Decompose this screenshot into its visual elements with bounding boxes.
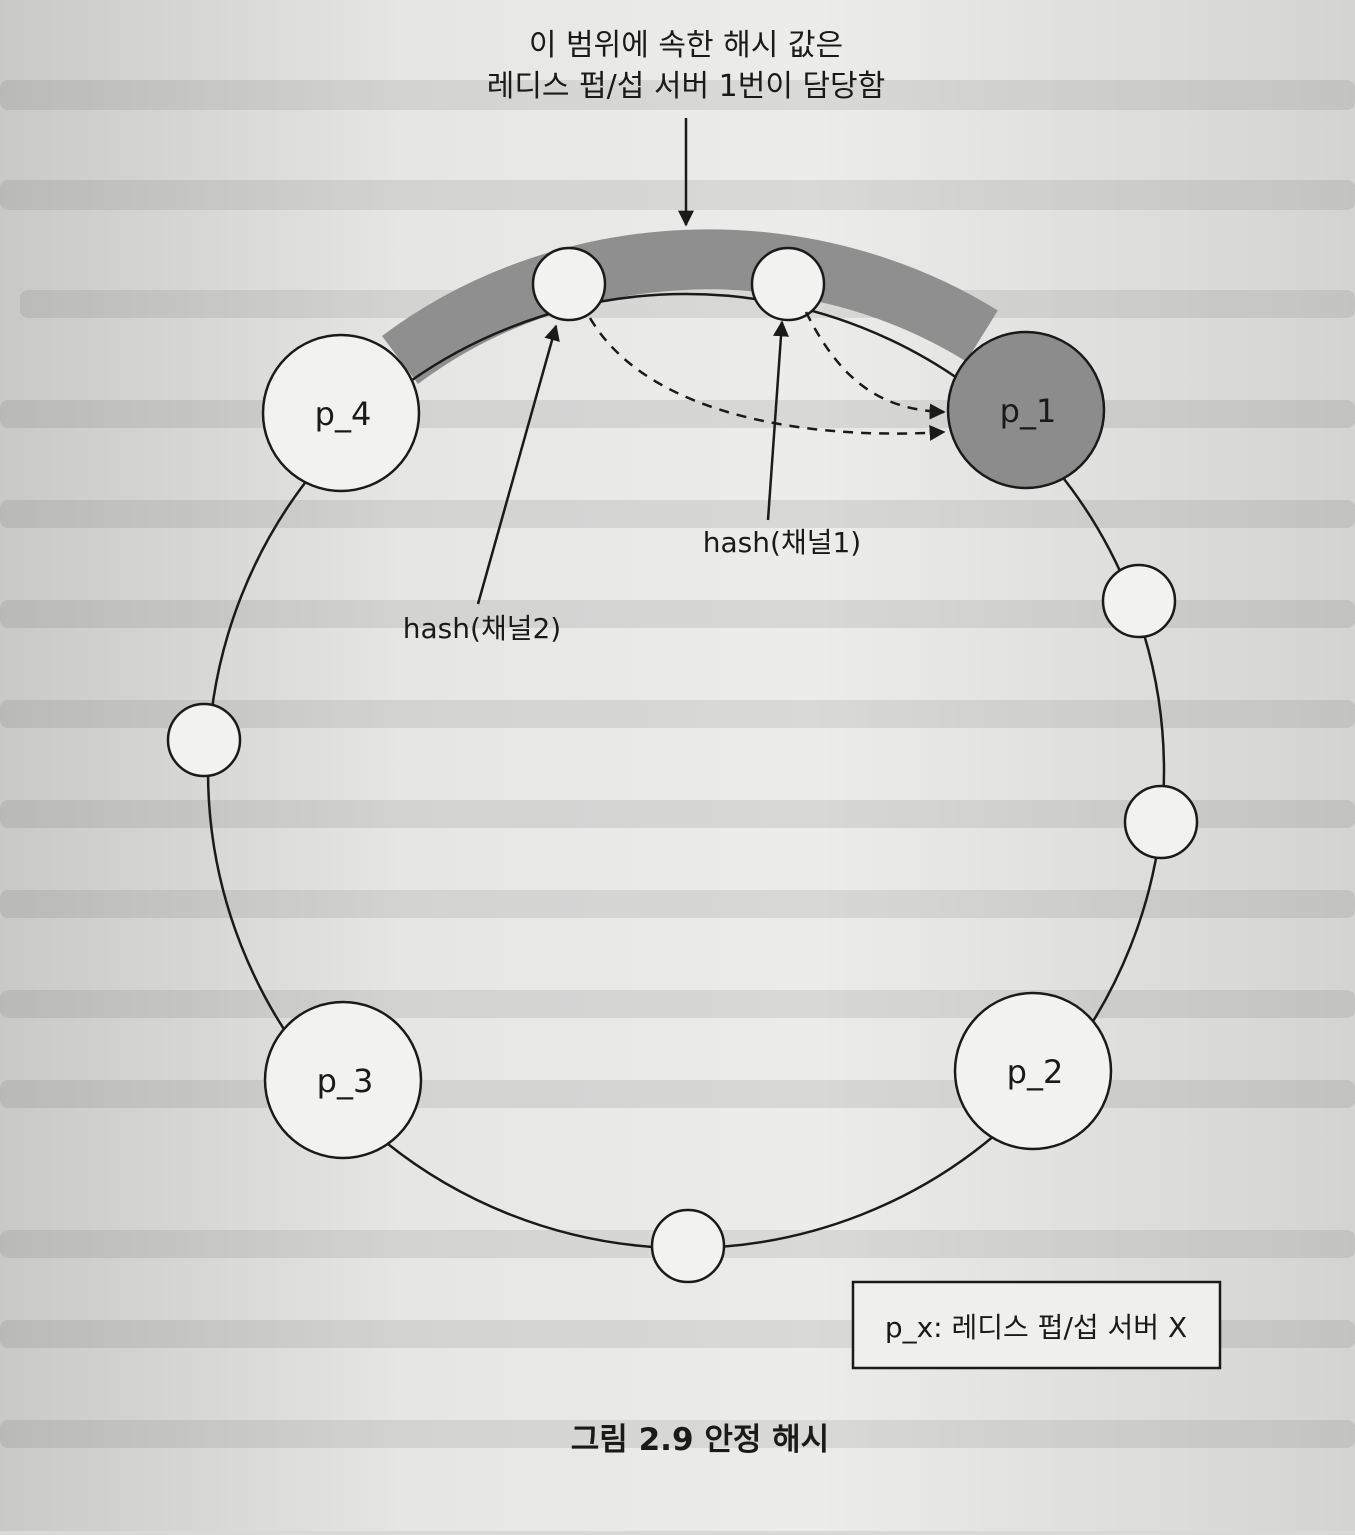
ring-node	[1101, 563, 1177, 639]
ring-node	[650, 1208, 726, 1284]
hash-node-channel2	[531, 246, 607, 322]
annotation-line-1: 이 범위에 속한 해시 값은	[529, 28, 843, 63]
server-label-p4: p_4	[315, 395, 372, 433]
annotation-line-2: 레디스 펍/섭 서버 1번이 담당함	[487, 69, 886, 104]
server-node-p4: p_4	[261, 333, 421, 493]
figure-caption: 그림 2.9 안정 해시	[571, 1422, 829, 1458]
server-node-p2: p_2	[953, 991, 1113, 1151]
hash-label-channel1: hash(채널1)	[703, 526, 861, 559]
ring-node	[166, 702, 242, 778]
server-label-p3: p_3	[317, 1062, 374, 1100]
dashed-arrow-channel2-to-p1	[588, 317, 946, 441]
dashed-arrow-channel1-to-p1	[804, 311, 946, 420]
server-node-p3: p_3	[263, 1000, 423, 1160]
hash-node-channel1	[750, 246, 826, 322]
server-node-p1: p_1	[946, 330, 1106, 490]
server-label-p1: p_1	[1000, 392, 1057, 430]
ring-node	[1123, 784, 1199, 860]
highlighted-hash-range	[381, 229, 998, 384]
arrow-hash-channel1	[766, 320, 789, 521]
arrow-hash-channel2	[476, 324, 560, 605]
server-label-p2: p_2	[1007, 1053, 1064, 1091]
legend-box: p_x: 레디스 펍/섭 서버 X	[851, 1280, 1222, 1370]
legend-text: p_x: 레디스 펍/섭 서버 X	[885, 1311, 1187, 1344]
hash-label-channel2: hash(채널2)	[403, 612, 561, 645]
